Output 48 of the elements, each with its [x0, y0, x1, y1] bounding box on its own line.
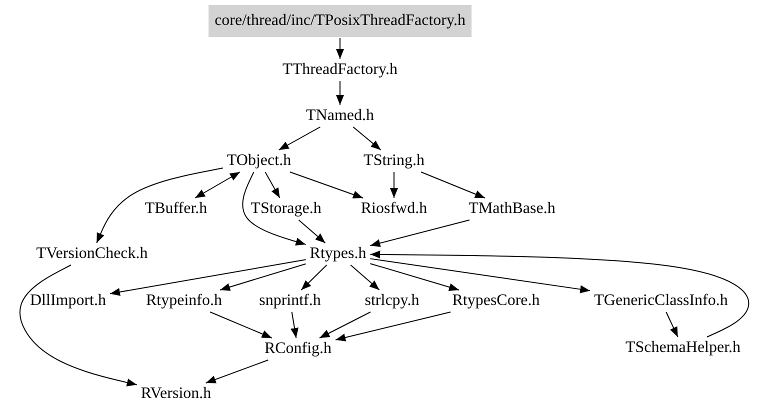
file-name: TGenericClassInfo.h: [591, 291, 731, 311]
arrow: [335, 312, 452, 342]
file-name: TNamed.h: [303, 106, 377, 126]
file-box: [208, 5, 472, 37]
arrow: [205, 360, 269, 384]
file-name: Riosfwd.h: [358, 199, 430, 219]
arrow: [370, 263, 460, 291]
file-name: RConfig.h: [261, 339, 335, 359]
arrow: [242, 172, 306, 246]
file-name: snprintf.h: [256, 291, 324, 311]
file-name: TThreadFactory.h: [280, 60, 400, 80]
arrow: [370, 220, 470, 248]
arrow: [298, 220, 326, 244]
arrow: [264, 172, 280, 198]
arrow: [210, 312, 272, 338]
file-name: strlcpy.h: [362, 291, 422, 311]
arrow: [666, 312, 678, 338]
file-name: RtypesCore.h: [449, 291, 543, 311]
arrow: [319, 312, 371, 338]
arrow: [352, 126, 382, 150]
file-name: RVersion.h: [138, 384, 214, 404]
file-name: Rtypeinfo.h: [143, 291, 225, 311]
arrow: [220, 263, 306, 291]
file-name: TString.h: [360, 151, 428, 171]
arrow: [278, 126, 321, 150]
arrow: [420, 172, 486, 198]
arrow: [300, 264, 328, 290]
arrow: [290, 312, 298, 338]
arrow: [194, 172, 240, 198]
arrow: [370, 250, 750, 338]
arrow: [390, 172, 398, 198]
file-name: TMathBase.h: [466, 199, 558, 219]
arrow: [289, 172, 364, 198]
file-name: TObject.h: [224, 151, 294, 171]
file-name: core/thread/inc/TPosixThreadFactory.h: [214, 12, 466, 29]
file-name: TVersionCheck.h: [33, 244, 151, 264]
file-name: TStorage.h: [248, 199, 324, 219]
arrow: [19, 264, 138, 386]
file-name: DllImport.h: [27, 291, 109, 311]
arrow: [336, 80, 344, 106]
arrow: [336, 38, 344, 60]
file-name: Rtypes.h: [306, 244, 370, 264]
arrow: [96, 168, 224, 244]
arrow: [350, 264, 380, 290]
file-name: TSchemaHelper.h: [622, 338, 744, 358]
arrow: [370, 258, 591, 294]
file-name: TBuffer.h: [142, 199, 210, 219]
arrow: [110, 259, 306, 296]
